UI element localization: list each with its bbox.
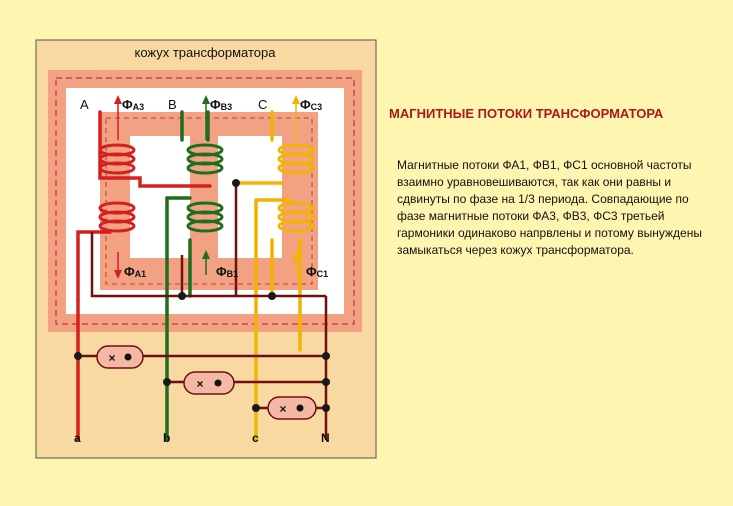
terminal-label-b: b bbox=[163, 431, 170, 445]
flux-arrows-lower bbox=[114, 250, 300, 279]
phase-label-b: B bbox=[168, 97, 177, 112]
phase-b-wire bbox=[165, 110, 210, 442]
flux-label-c1: ΦC1 bbox=[306, 264, 328, 279]
meter-b: × bbox=[183, 371, 235, 395]
svg-text:×: × bbox=[196, 377, 203, 391]
phase-a-coils bbox=[98, 143, 136, 233]
meter-c: × bbox=[267, 396, 317, 420]
flux-label-a1: ΦA1 bbox=[124, 264, 146, 279]
flux-arrow-heads-up bbox=[114, 95, 300, 104]
phase-label-c: C bbox=[258, 97, 267, 112]
phase-a-wire bbox=[76, 110, 212, 442]
flux-label-b3: ΦB3 bbox=[210, 97, 232, 112]
phase-label-a: A bbox=[80, 97, 89, 112]
flux-arrows-up bbox=[117, 98, 297, 140]
flux-label-c3: ΦC3 bbox=[300, 97, 322, 112]
diagram-description: Магнитные потоки ФА1, ФВ1, ФС1 основной … bbox=[397, 158, 702, 257]
svg-text:×: × bbox=[279, 402, 286, 416]
junction-dots bbox=[74, 179, 330, 412]
flux-label-a3: ΦA3 bbox=[122, 97, 144, 112]
housing-dashed-frame bbox=[55, 77, 355, 325]
terminal-label-n: N bbox=[321, 431, 330, 445]
meter-a: × bbox=[96, 345, 144, 369]
terminal-label-a: a bbox=[74, 431, 81, 445]
phase-c-coils bbox=[277, 143, 315, 233]
transformer-core bbox=[100, 112, 318, 290]
flux-label-b1: ΦB1 bbox=[216, 264, 238, 279]
phase-b-coils bbox=[186, 143, 224, 233]
svg-text:×: × bbox=[108, 351, 115, 365]
diagram-title: МАГНИТНЫЕ ПОТОКИ ТРАНСФОРМАТОРА bbox=[389, 106, 664, 121]
terminal-label-c: c bbox=[252, 431, 259, 445]
housing-label: кожух трансформатора bbox=[134, 45, 276, 60]
